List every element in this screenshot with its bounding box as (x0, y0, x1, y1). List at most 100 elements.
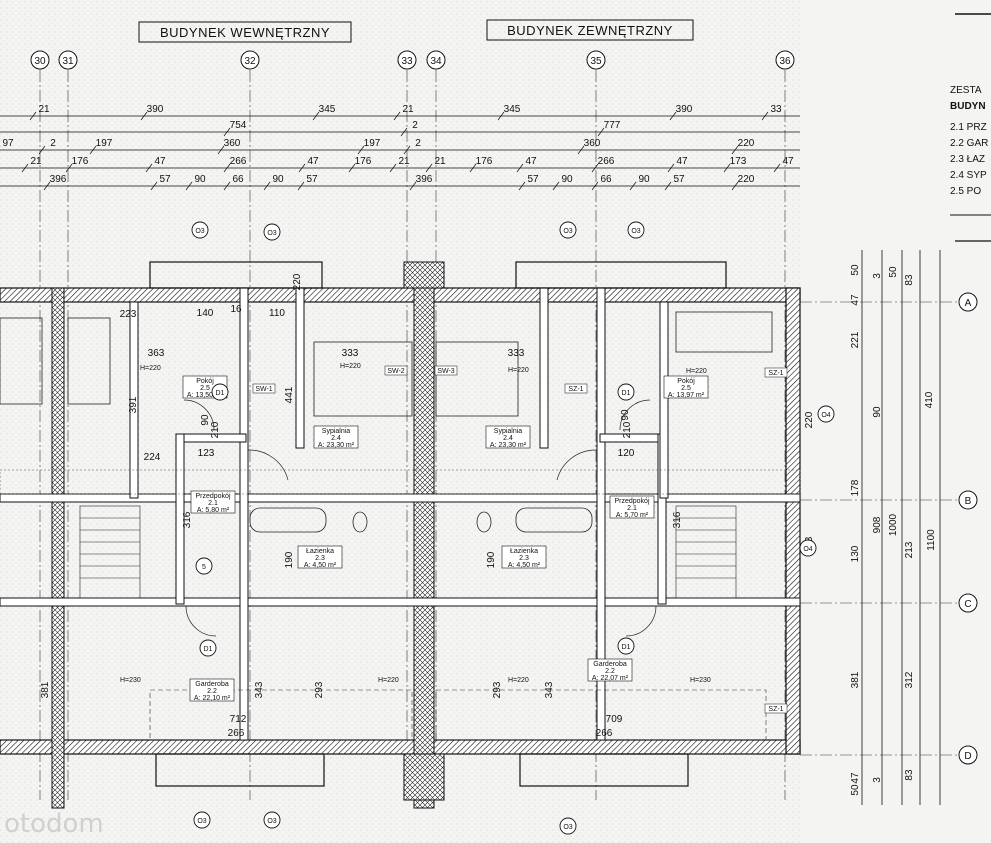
wall-right (785, 287, 801, 755)
dim-tick (312, 111, 320, 121)
dashed-outline (149, 689, 413, 741)
legend-item: 2.3 ŁAZ (950, 154, 985, 165)
marker-bubble (817, 405, 835, 423)
legend-title: ZESTA (950, 85, 982, 96)
room-code: 2.1 (627, 505, 637, 512)
grid-bubble (30, 50, 50, 70)
dimension-value: 396 (50, 174, 67, 185)
legend-item: 2.2 GAR (950, 138, 988, 149)
partition-room-left (129, 301, 139, 499)
room-name: Łazienka (510, 548, 538, 555)
dimension-value: 47 (676, 156, 688, 167)
interior-dimension: 210 (210, 421, 221, 438)
room-name: Przedpokój (614, 498, 649, 505)
dimension-value: 90 (194, 174, 206, 185)
grid-bubble (958, 745, 978, 765)
room-area: A: 13,97 m² (668, 392, 705, 399)
dimension-value: 754 (230, 120, 247, 131)
dimension-value: 381 (850, 671, 861, 688)
height-label: H=230 (120, 677, 141, 684)
wall-axis-33-34 (413, 287, 435, 809)
bed-left (0, 317, 43, 405)
interior-dimension: 363 (148, 348, 165, 359)
corridor-line (0, 469, 801, 495)
interior-dimension: 709 (606, 714, 623, 725)
dimension-value: 90 (638, 174, 650, 185)
interior-dimension: 190 (284, 551, 295, 568)
dimension-value: 21 (38, 104, 50, 115)
partition-hall-right (599, 433, 667, 443)
marker-bubble (263, 223, 281, 241)
marker-bubble (799, 539, 817, 557)
wall-axis-31 (51, 287, 65, 809)
dimension-value: 908 (872, 516, 883, 533)
room-code: 2.4 (331, 435, 341, 442)
marker-bubble (617, 637, 635, 655)
room-code: 2.3 (315, 555, 325, 562)
dimension-value: 2 (415, 138, 421, 149)
dim-tick (65, 163, 73, 173)
room-label-box (609, 495, 655, 519)
grid-bubble (397, 50, 417, 70)
room-name: Pokój (677, 378, 695, 385)
dimension-value: 390 (147, 104, 164, 115)
grid-label: 31 (62, 56, 74, 67)
dimension-value: 2 (50, 138, 56, 149)
bathtub-right (515, 507, 593, 533)
sw-tag: SW-3 (437, 368, 454, 375)
dim-tick (667, 163, 675, 173)
height-label: H=230 (690, 677, 711, 684)
marker-label: O3 (267, 818, 276, 825)
interior-dimension: 441 (284, 386, 295, 403)
marker-bubble (199, 639, 217, 657)
dimension-value: 360 (584, 138, 601, 149)
marker-label: 5 (202, 564, 206, 571)
partition-left (239, 287, 249, 741)
interior-dimension: 90 (200, 414, 211, 426)
room-label-box (485, 425, 531, 449)
room-label-box (190, 490, 236, 514)
dim-tick (38, 145, 46, 155)
grid-bubble (958, 593, 978, 613)
room-code: 2.4 (503, 435, 513, 442)
grid-label: C (964, 599, 971, 610)
marker-bubble (627, 221, 645, 239)
marker-bubble (559, 221, 577, 239)
dimension-value: 220 (738, 174, 755, 185)
dim-tick (389, 163, 397, 173)
grid-bubble (240, 50, 260, 70)
room-label-box (663, 375, 709, 399)
dimension-value: 266 (230, 156, 247, 167)
dimension-value: 312 (904, 671, 915, 688)
room-area: A: 22,07 m² (592, 675, 629, 682)
interior-dimension: 16 (230, 304, 242, 315)
interior-dimension: 712 (230, 714, 247, 725)
height-label: H=220 (378, 677, 399, 684)
dimension-value: 57 (159, 174, 171, 185)
dimension-value: 173 (730, 156, 747, 167)
header-external: BUDYNEK ZEWNĘTRZNY (486, 19, 694, 41)
dim-tick (518, 181, 526, 191)
dimension-value: 57 (527, 174, 539, 185)
bay-bottom-left (155, 753, 325, 787)
interior-dimension: 190 (486, 551, 497, 568)
dim-tick (348, 163, 356, 173)
bed-mid-left (313, 341, 413, 417)
room-code: 2.5 (200, 385, 210, 392)
grid-bubble (958, 292, 978, 312)
dim-tick (773, 163, 781, 173)
interior-dimension: 343 (544, 681, 555, 698)
grid-label: 32 (244, 56, 256, 67)
dimension-value: 47 (782, 156, 794, 167)
dim-tick (298, 163, 306, 173)
room-label-box (587, 658, 633, 682)
marker-label: D1 (622, 390, 631, 397)
dimension-value: 50 (850, 784, 861, 796)
interior-dimension: 293 (492, 681, 503, 698)
toilet-right (476, 511, 492, 533)
dimension-value: 90 (561, 174, 573, 185)
interior-dimension: 343 (254, 681, 265, 698)
bed-left-2 (67, 317, 111, 405)
